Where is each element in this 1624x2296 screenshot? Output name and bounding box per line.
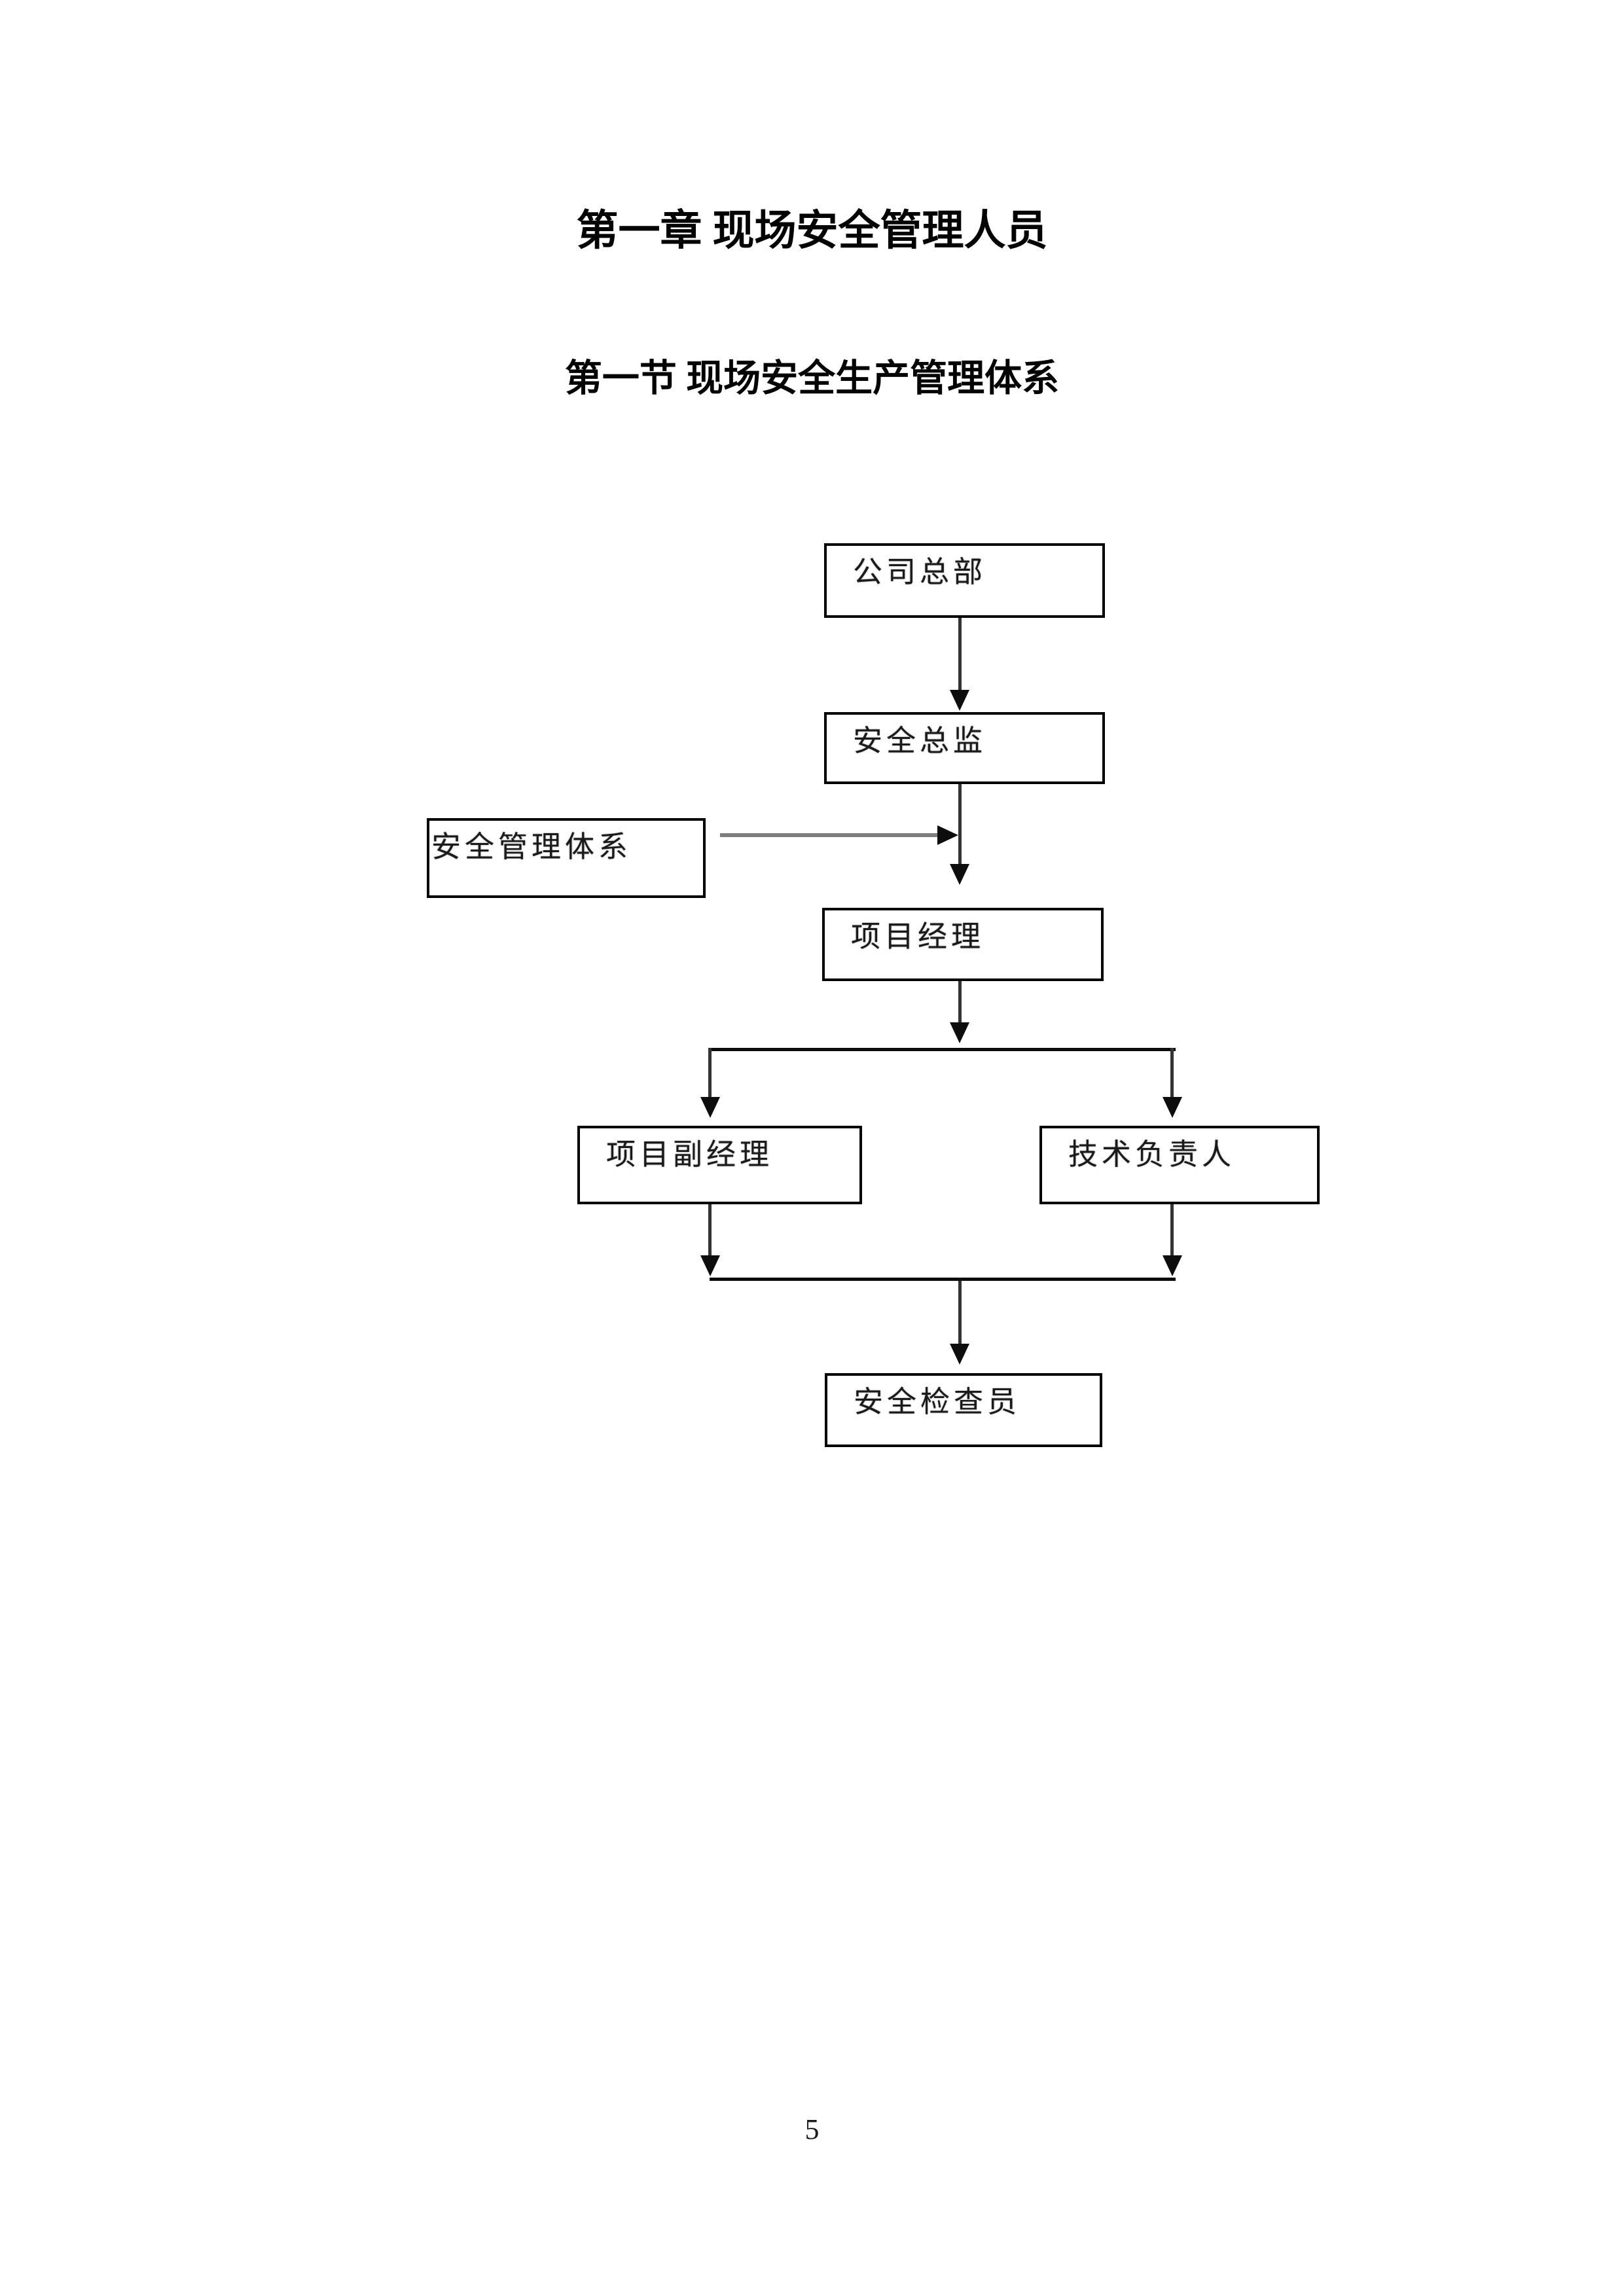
edge-deputy-to-merge-line (708, 1204, 712, 1257)
edge-system-to-junction-line (720, 833, 937, 837)
edge-pm-to-split-line (958, 981, 962, 1024)
merge-bar-line (710, 1278, 1176, 1281)
edge-split-to-deputy-line (708, 1048, 712, 1098)
flow-node-safety-inspector: 安全检查员 (825, 1373, 1102, 1447)
edge-split-to-technical-arrowhead-icon (1163, 1097, 1182, 1118)
split-bar-line (710, 1048, 1176, 1051)
edge-pm-to-split-arrowhead-icon (950, 1022, 969, 1043)
page-number: 5 (804, 2113, 820, 2145)
edge-hq-to-director-line (958, 618, 962, 691)
edge-system-to-junction-arrowhead-icon (937, 825, 958, 845)
edge-director-to-pm-arrowhead-icon (950, 864, 969, 885)
section-heading: 第一节 现场安全生产管理体系 (564, 358, 1060, 399)
edge-deputy-to-merge-arrowhead-icon (700, 1255, 720, 1276)
edge-merge-to-inspector-arrowhead-icon (950, 1344, 969, 1365)
flow-node-technical-director: 技术负责人 (1039, 1126, 1320, 1204)
flow-node-deputy-project-manager: 项目副经理 (577, 1126, 862, 1204)
flow-node-safety-director: 安全总监 (824, 712, 1105, 784)
chapter-heading: 第一章 现场安全管理人员 (576, 207, 1048, 254)
edge-technical-to-merge-line (1170, 1204, 1174, 1257)
flow-node-project-manager: 项目经理 (822, 908, 1104, 981)
flow-node-safety-management-system: 安全管理体系 (427, 818, 706, 898)
edge-hq-to-director-arrowhead-icon (950, 690, 969, 711)
edge-split-to-deputy-arrowhead-icon (700, 1097, 720, 1118)
edge-merge-to-inspector-line (958, 1281, 962, 1345)
edge-technical-to-merge-arrowhead-icon (1163, 1255, 1182, 1276)
edge-director-to-pm-line (958, 784, 962, 865)
edge-split-to-technical-line (1170, 1048, 1174, 1098)
flow-node-company-hq: 公司总部 (824, 543, 1105, 618)
